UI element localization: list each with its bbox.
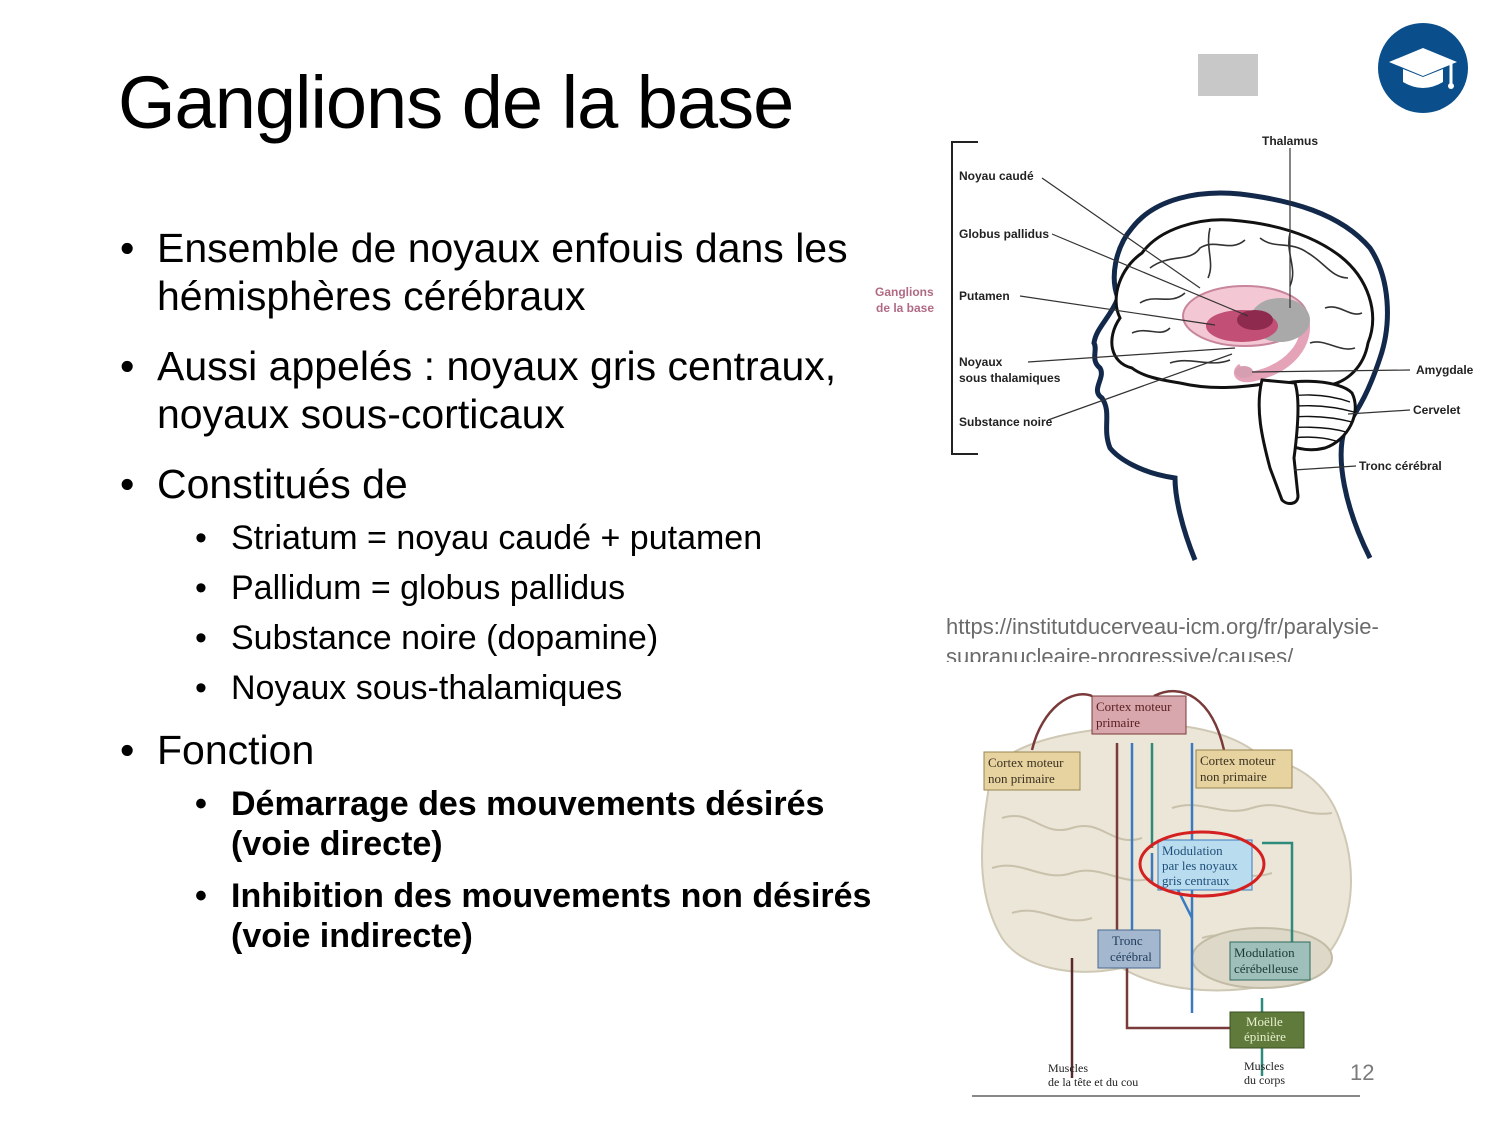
box-modulation-ngc-line3: gris centraux — [1162, 873, 1230, 888]
bracket — [951, 141, 978, 455]
label-noyau-caude: Noyau caudé — [959, 169, 1034, 183]
sub-bullet-pallidum: Pallidum = globus pallidus — [157, 568, 878, 608]
slide-title: Ganglions de la base — [118, 61, 794, 144]
box-tronc-line2: cérébral — [1110, 949, 1152, 964]
figure-source-caption: https://institutducerveau-icm.org/fr/par… — [946, 614, 1379, 662]
sub-bullet-voie-indirecte: Inhibition des mouvements non désirés (v… — [157, 876, 878, 956]
box-cortex-np-right-line1: Cortex moteur — [1200, 753, 1276, 768]
bullet-constitues-label: Constitués de — [157, 461, 408, 507]
sub-bullet-voie-directe: Démarrage des mouvements désirés (voie d… — [157, 784, 878, 864]
pathway-boxes: Cortex moteur primaire Cortex moteur non… — [983, 695, 1311, 1089]
sub-bullet-striatum: Striatum = noyau caudé + putamen — [157, 518, 878, 558]
label-ganglions-line2: de la base — [876, 301, 934, 315]
box-cortex-np-right-line2: non primaire — [1200, 769, 1267, 784]
bullet-fonction: Fonction Démarrage des mouvements désiré… — [118, 726, 878, 956]
label-thalamus: Thalamus — [1262, 134, 1318, 148]
box-modulation-ngc — [1157, 839, 1253, 891]
label-amygdale: Amygdale — [1416, 363, 1474, 377]
graduation-cap-icon — [1378, 23, 1468, 113]
diagram-labels: Thalamus Noyau caudé Globus pallidus Put… — [875, 134, 1474, 473]
box-moelle-line2: épinière — [1244, 1029, 1286, 1044]
box-moelle-epiniere — [1229, 1011, 1305, 1049]
label-globus-pallidus: Globus pallidus — [959, 227, 1049, 241]
sub-bullet-substance-noire: Substance noire (dopamine) — [157, 618, 878, 658]
box-cortex-np-left-line1: Cortex moteur — [988, 755, 1064, 770]
box-cortex-np-right — [1195, 749, 1293, 789]
brainstem-shape — [1257, 378, 1300, 505]
box-cortex-np-left-line2: non primaire — [988, 771, 1055, 786]
basal-ganglia-brain-diagram: Thalamus Noyau caudé Globus pallidus Put… — [875, 134, 1474, 561]
box-tronc-line1: Tronc — [1112, 933, 1143, 948]
leader-lines — [1019, 148, 1411, 471]
bullet-constitues: Constitués de Striatum = noyau caudé + p… — [118, 460, 878, 708]
globus-pallidus-shape — [1237, 310, 1273, 330]
label-ganglions-line1: Ganglions — [875, 285, 934, 299]
bullet-fonction-label: Fonction — [157, 727, 315, 773]
box-cortex-primaire — [1091, 695, 1187, 735]
box-modulation-cerebelleuse — [1229, 941, 1311, 981]
label-noyaux-line2: sous thalamiques — [959, 371, 1061, 385]
label-cervelet: Cervelet — [1413, 403, 1460, 417]
sub-list-fonction: Démarrage des mouvements désirés (voie d… — [157, 784, 878, 956]
bullet-aussi-appeles: Aussi appelés : noyaux gris centraux, no… — [118, 342, 878, 438]
bullet-ensemble: Ensemble de noyaux enfouis dans les hémi… — [118, 224, 878, 320]
brain-gyri — [1131, 227, 1363, 364]
motor-pathway-diagram: Cortex moteur primaire Cortex moteur non… — [972, 690, 1360, 1097]
label-muscles-tete-line2: de la tête et du cou — [1048, 1075, 1138, 1089]
bullet-list: Ensemble de noyaux enfouis dans les hémi… — [118, 224, 878, 978]
box-modulation-ngc-line2: par les noyaux — [1162, 858, 1238, 873]
sub-list-constitues: Striatum = noyau caudé + putamen Pallidu… — [157, 518, 878, 708]
box-cortex-np-left — [983, 751, 1081, 791]
label-noyaux-line1: Noyaux — [959, 355, 1003, 369]
box-mod-cereb-line2: cérébelleuse — [1234, 961, 1298, 976]
box-cortex-primaire-line1: Cortex moteur — [1096, 699, 1172, 714]
page-number: 12 — [1350, 1060, 1375, 1085]
highlight-circle — [1138, 830, 1266, 898]
label-tronc-cerebral: Tronc cérébral — [1359, 459, 1442, 473]
box-cortex-primaire-line2: primaire — [1096, 715, 1140, 730]
label-muscles-corps-line2: du corps — [1244, 1073, 1285, 1087]
sub-bullet-noyaux-sous-thalamiques: Noyaux sous-thalamiques — [157, 668, 878, 708]
box-modulation-ngc-line1: Modulation — [1162, 843, 1223, 858]
label-putamen: Putamen — [959, 289, 1010, 303]
box-mod-cereb-line1: Modulation — [1234, 945, 1295, 960]
placeholder-box — [1198, 54, 1258, 96]
label-muscles-tete-line1: Muscles — [1048, 1061, 1088, 1075]
label-muscles-corps-line1: Muscles — [1244, 1059, 1284, 1073]
box-tronc-cerebral — [1097, 929, 1161, 969]
label-substance-noire: Substance noire — [959, 415, 1053, 429]
head-outline — [1091, 190, 1390, 561]
amygdala-shape — [1235, 366, 1253, 378]
box-moelle-line1: Moëlle — [1246, 1014, 1283, 1029]
